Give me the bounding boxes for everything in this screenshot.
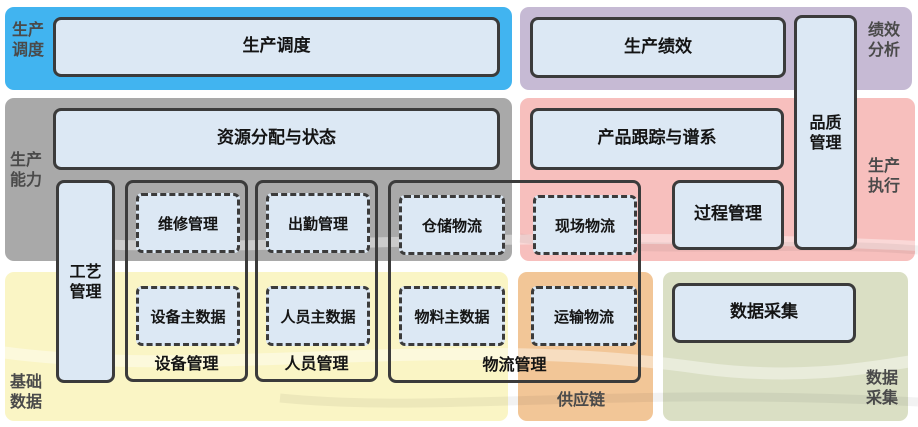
group-personnel-management: 出勤管理 人员主数据 人员管理 xyxy=(255,180,378,382)
region-label-supply-chain: 供应链 xyxy=(557,390,606,409)
box-maintenance-management: 维修管理 xyxy=(136,193,240,253)
box-material-master-data: 物料主数据 xyxy=(399,286,505,346)
region-label-production-execution: 生产 执行 xyxy=(868,156,901,195)
box-production-performance: 生产绩效 xyxy=(530,17,786,78)
box-equipment-master-data: 设备主数据 xyxy=(136,286,240,346)
box-warehouse-logistics: 仓储物流 xyxy=(399,195,505,255)
group-label-personnel-management: 人员管理 xyxy=(284,354,349,373)
group-label-logistics-management: 物流管理 xyxy=(482,355,547,374)
box-onsite-logistics: 现场物流 xyxy=(533,195,637,255)
box-production-scheduling: 生产调度 xyxy=(53,17,500,77)
box-product-tracking-genealogy: 产品跟踪与谱系 xyxy=(530,108,784,170)
box-transport-logistics: 运输物流 xyxy=(531,286,637,346)
box-craft-management: 工艺 管理 xyxy=(56,180,115,383)
group-equipment-management: 维修管理 设备主数据 设备管理 xyxy=(125,180,248,382)
region-label-production-capacity: 生产 能力 xyxy=(10,150,43,189)
region-label-data-collection: 数据 采集 xyxy=(866,368,899,407)
box-data-acquisition: 数据采集 xyxy=(672,283,856,343)
box-quality-management: 品质 管理 xyxy=(794,15,857,250)
group-label-equipment-management: 设备管理 xyxy=(154,354,219,373)
box-attendance-management: 出勤管理 xyxy=(266,193,370,253)
region-label-production-scheduling: 生产 调度 xyxy=(12,20,45,59)
region-label-master-data: 基础 数据 xyxy=(10,372,43,411)
box-resource-allocation-status: 资源分配与状态 xyxy=(53,108,500,170)
group-logistics-management: 仓储物流 现场物流 物料主数据 运输物流 物流管理 xyxy=(388,180,641,383)
region-label-performance-analysis: 绩效 分析 xyxy=(868,20,901,59)
box-process-management: 过程管理 xyxy=(672,180,784,250)
box-personnel-master-data: 人员主数据 xyxy=(266,286,370,346)
